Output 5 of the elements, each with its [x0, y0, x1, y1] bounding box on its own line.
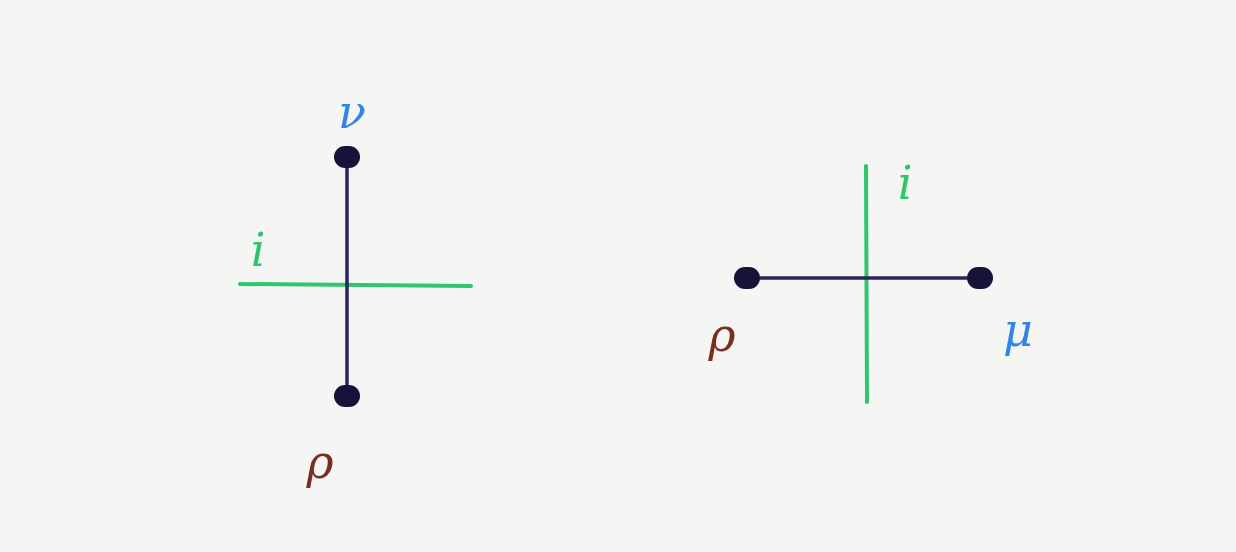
symbol-label: i: [250, 227, 266, 273]
connector-line: [345, 168, 349, 385]
symbol-label: i: [897, 160, 913, 206]
symbol-label: ν: [338, 89, 366, 135]
connector-line: [760, 276, 967, 280]
